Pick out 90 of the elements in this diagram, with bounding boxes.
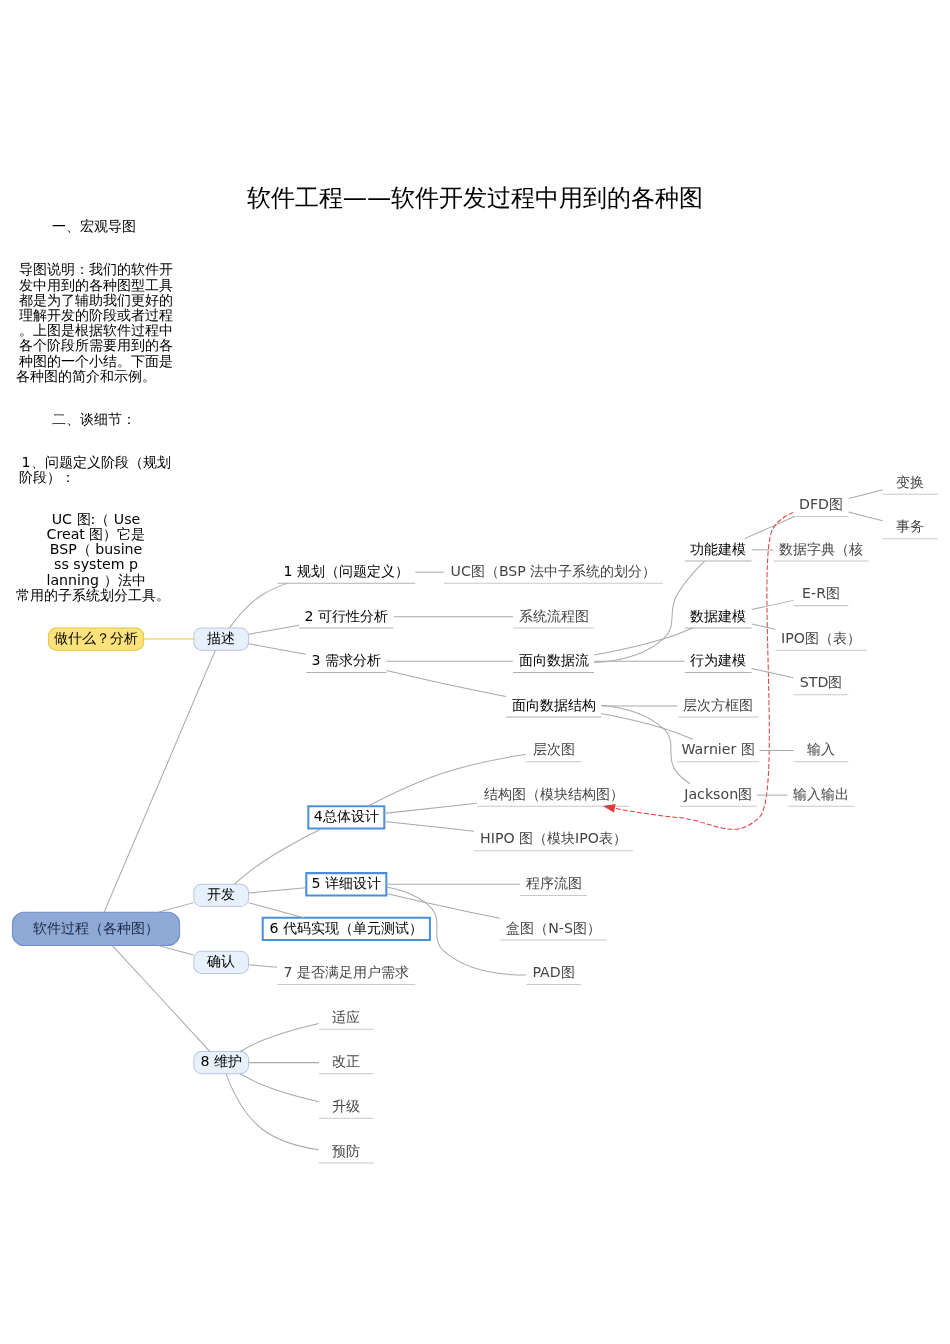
connector bbox=[233, 827, 322, 885]
node-text: 3 需求分析 bbox=[311, 651, 382, 668]
node-text: STD图 bbox=[799, 673, 843, 690]
node-text: E-R图 bbox=[802, 584, 841, 601]
connector bbox=[414, 571, 445, 573]
node-text: 数据字典（核 bbox=[779, 540, 864, 557]
connector bbox=[112, 944, 211, 1052]
node-text: 系统流程图 bbox=[518, 607, 589, 624]
connector bbox=[601, 704, 678, 706]
node-text: 改正 bbox=[332, 1052, 361, 1069]
connector bbox=[248, 1061, 320, 1063]
node-text: 程序流图 bbox=[525, 874, 582, 891]
connector bbox=[248, 901, 305, 918]
node-box: 4总体设计 bbox=[307, 804, 386, 830]
node-text: 层次方框图 bbox=[683, 696, 754, 713]
node-text: 功能建模 bbox=[690, 540, 747, 557]
connector bbox=[593, 660, 686, 662]
arrow bbox=[602, 511, 794, 830]
node-text: 7 是否满足用户需求 bbox=[283, 963, 410, 980]
node-box: 确认 bbox=[193, 950, 250, 974]
node-text: 层次图 bbox=[532, 740, 575, 757]
label: 1、问题定义阶段（规划阶段）： bbox=[19, 453, 171, 485]
connector bbox=[225, 1072, 320, 1150]
connector bbox=[248, 624, 300, 635]
node-text: 输入 bbox=[807, 740, 836, 757]
connector bbox=[103, 649, 216, 913]
node-box: 5 详细设计 bbox=[305, 871, 388, 896]
connector bbox=[756, 794, 788, 796]
node-box: 软件过程（各种图） bbox=[11, 911, 181, 946]
connector bbox=[848, 488, 884, 499]
connector bbox=[248, 963, 278, 968]
connector bbox=[848, 511, 884, 521]
node-box: 开发 bbox=[193, 883, 250, 907]
node-text: 变换 bbox=[896, 473, 925, 490]
connector bbox=[593, 626, 694, 656]
connector bbox=[248, 886, 307, 894]
label: 二、谈细节： bbox=[52, 410, 137, 427]
connector bbox=[367, 753, 527, 807]
connector bbox=[158, 944, 195, 956]
connector bbox=[751, 667, 794, 678]
diagram-title: 软件工程——软件开发过程中用到的各种图 bbox=[246, 182, 704, 212]
connector bbox=[158, 901, 195, 913]
node-text: 结构图（模块结构图） bbox=[483, 785, 624, 802]
node-text: 面向数据流 bbox=[518, 651, 589, 668]
node-text: 数据建模 bbox=[690, 607, 747, 624]
node-text: HIPO 图（模块IPO表） bbox=[480, 829, 627, 846]
connector bbox=[600, 704, 691, 784]
connector bbox=[744, 515, 796, 539]
connector bbox=[383, 820, 475, 832]
connector bbox=[751, 548, 774, 550]
connector bbox=[143, 638, 195, 640]
connector bbox=[239, 1022, 320, 1052]
connector bbox=[751, 622, 776, 630]
connector bbox=[386, 885, 527, 976]
connector bbox=[385, 892, 501, 919]
node-text: Warnier 图 bbox=[681, 740, 755, 757]
connector bbox=[600, 712, 694, 740]
node-text: 适应 bbox=[332, 1008, 361, 1025]
node-text: DFD图 bbox=[799, 495, 844, 512]
node-text: UC图（BSP 法中子系统的划分） bbox=[450, 562, 657, 579]
node-text: IPO图（表） bbox=[781, 629, 861, 646]
label: 导图说明：我们的软件开发中用到的各种图型工具都是为了辅助我们更好的理解开发的阶段或者过程。上图是根据软件过程中各个阶段所需要用到的各种图的一个小结。下面是各种图的简介和示例。 bbox=[16, 260, 174, 384]
node-text: 面向数据结构 bbox=[511, 696, 596, 713]
node-text: 事务 bbox=[896, 517, 925, 534]
connector bbox=[593, 560, 705, 663]
connector bbox=[248, 642, 307, 655]
label: UC 图:（ Use Creat 图）它是 BSP（ business system planning ）法中常用的子系统划分工具。 bbox=[16, 510, 171, 603]
node-text: 2 可行性分析 bbox=[304, 607, 389, 624]
connector bbox=[385, 883, 521, 885]
connector bbox=[751, 599, 794, 610]
connector bbox=[385, 660, 514, 662]
node-box: 描述 bbox=[193, 626, 250, 651]
label: 一、宏观导图 bbox=[52, 217, 137, 234]
node-text: 1 规划（问题定义） bbox=[283, 562, 410, 579]
connector bbox=[239, 1072, 320, 1102]
node-text: 盒图（N-S图） bbox=[506, 919, 601, 936]
node-text: Jackson图 bbox=[684, 785, 753, 802]
connector bbox=[383, 802, 478, 814]
node-text: 输入输出 bbox=[793, 785, 850, 802]
node-text: PAD图 bbox=[532, 963, 575, 980]
connector bbox=[758, 749, 795, 751]
connector bbox=[393, 615, 514, 617]
node-text: 预防 bbox=[332, 1142, 361, 1159]
node-text: 升级 bbox=[332, 1097, 361, 1114]
connector bbox=[229, 582, 288, 628]
node-box: 6 代码实现（单元测试） bbox=[261, 916, 431, 941]
node-box: 做什么？分析 bbox=[47, 626, 145, 651]
node-box: 8 维护 bbox=[193, 1050, 250, 1074]
connector bbox=[385, 669, 507, 697]
node-text: 行为建模 bbox=[690, 651, 747, 668]
